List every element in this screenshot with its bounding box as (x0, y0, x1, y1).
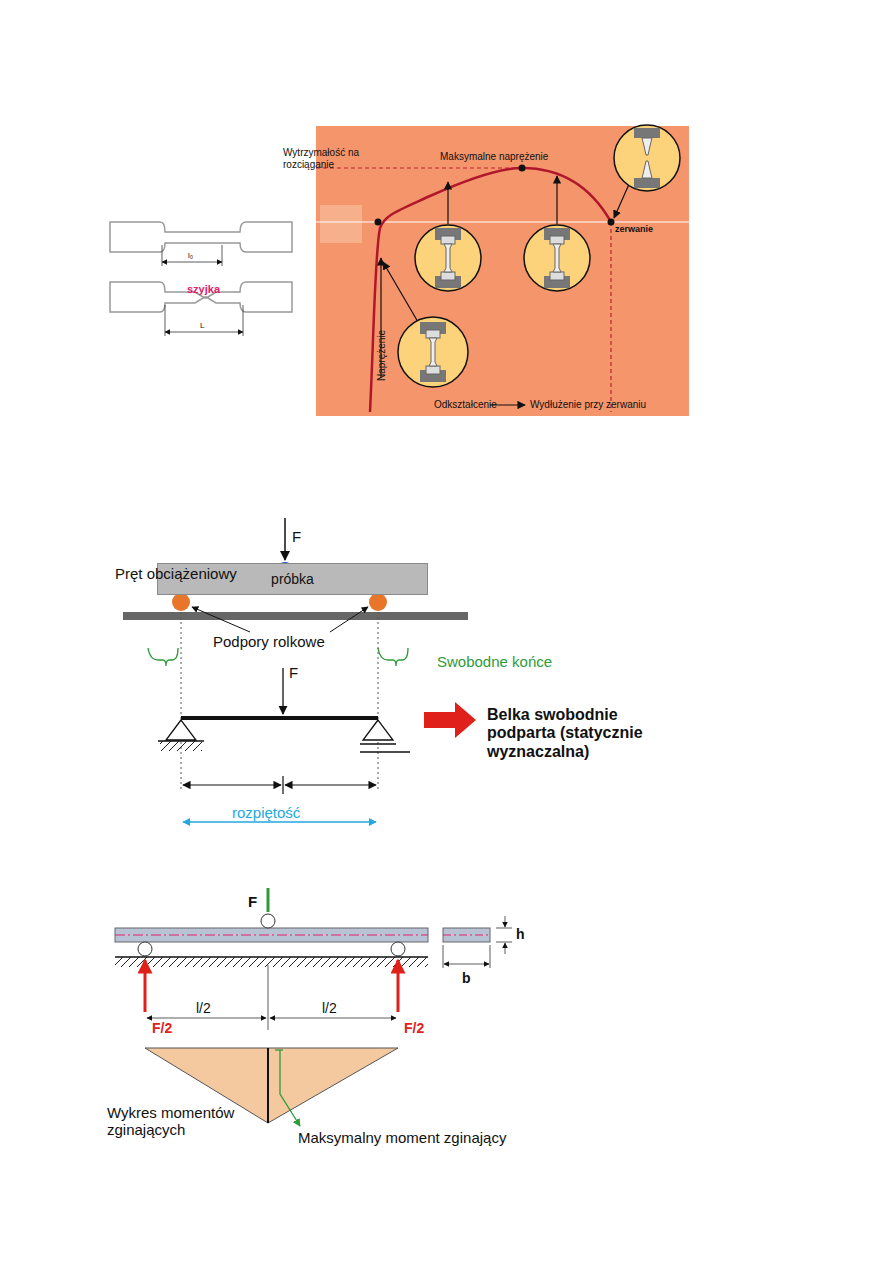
axis-annotation: Maksymalne naprężenie (440, 151, 548, 163)
dimension-label: l₀ (188, 251, 193, 260)
chart-panel: Maksymalne naprężenie zerwanieNaprężenieO… (316, 126, 689, 416)
dimension-label: h (516, 926, 525, 942)
force-label: F (289, 664, 298, 681)
axis-title: Naprężenie (376, 330, 388, 381)
force-label: F (292, 528, 301, 545)
reaction-label: F/2 (152, 1020, 172, 1036)
dimension-label: b (462, 970, 471, 986)
neck-label: szyjka (187, 283, 220, 296)
dimension-label: l/2 (322, 1000, 337, 1016)
dimension-label: l/2 (196, 1000, 211, 1016)
reaction-label: F/2 (404, 1020, 424, 1036)
dimension-label: rozpiętość (232, 804, 300, 821)
axis-title: Wydłużenie przy zerwaniu (530, 399, 646, 411)
conclusion-label: Belka swobodnie podparta (statycznie wyz… (487, 706, 667, 761)
axis-title: Odkształcenie (434, 399, 497, 411)
point-label: zerwanie (615, 224, 653, 234)
diagram-label: Maksymalny moment zginający (298, 1129, 506, 1146)
part-label: Swobodne końce (437, 653, 552, 670)
part-label: Pręt obciążeniowy (115, 565, 237, 582)
diagram-label: Wykres momentów zginających (107, 1104, 277, 1139)
part-label: Podpory rolkowe (213, 633, 325, 650)
force-label: F (248, 893, 257, 910)
dimension-label: L (200, 321, 204, 330)
axis-annotation: Wytrzymałość na rozciąganie (283, 147, 393, 170)
